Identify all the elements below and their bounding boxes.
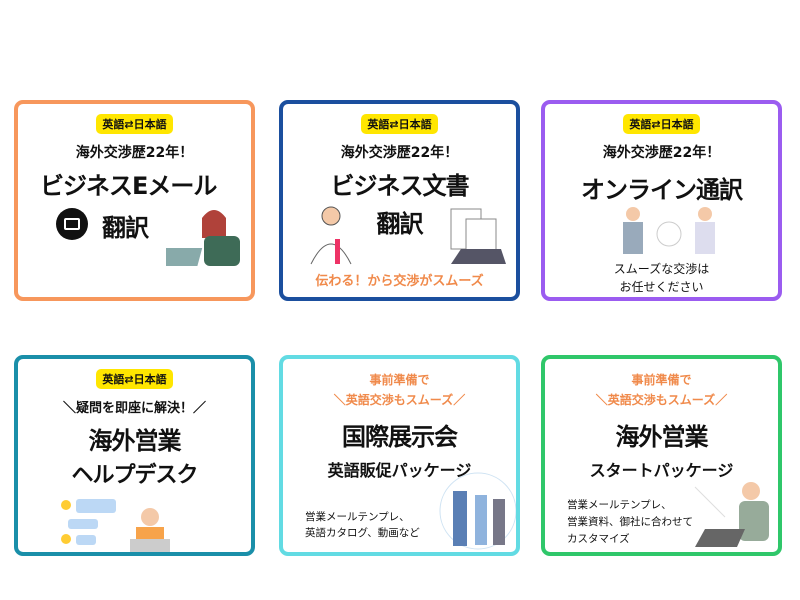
helpdesk-illustration [61,499,170,552]
card-note-3: カスタマイズ [567,533,630,545]
card-note-1: 営業メールテンプレ、 [305,511,410,523]
language-badge: 英語⇄日本語 [361,114,438,134]
service-card-trade-show-package[interactable]: 事前準備で ＼英語交渉もスムーズ／ 国際展示会 英語販促パッケージ 営業メールテ… [279,355,520,556]
service-card-sales-start-package[interactable]: 事前準備で ＼英語交渉もスムーズ／ 海外営業 スタートパッケージ 営業メールテン… [541,355,782,556]
card-note-2: 営業資料、御社に合わせて [567,516,693,528]
card-pre-text-2: ＼英語交渉もスムーズ／ [595,393,728,407]
card-title: ビジネスEメール [40,172,217,200]
card-title: 国際展示会 [342,423,458,451]
language-badge: 英語⇄日本語 [623,114,700,134]
card-tagline: 伝わる！から交渉がスムーズ [315,274,484,289]
card-title: 海外営業 [88,427,182,455]
card-title: オンライン通訳 [581,176,743,204]
card-title-2: 翻訳 [376,210,424,238]
card-title: 海外営業 [615,423,709,451]
service-card-helpdesk[interactable]: 英語⇄日本語 ＼疑問を即座に解決！／ 海外営業 ヘルプデスク [14,355,255,556]
service-card-online-interpretation[interactable]: 英語⇄日本語 海外交渉歴22年！ オンライン通訳 スムーズな交渉は お任せくださ… [541,100,782,301]
card-note-2: 英語カタログ、動画など [305,527,420,539]
mail-icon [56,208,88,240]
card-pre-text-1: 事前準備で [369,373,430,387]
card-headline: ＼疑問を即座に解決！／ [62,401,206,416]
businesswoman-illustration [166,210,240,266]
card-note-1: 営業メールテンプレ、 [567,499,672,511]
card-title-2: 翻訳 [102,214,149,242]
language-badge: 英語⇄日本語 [96,369,173,389]
businessman-laptop-illustration [694,482,769,547]
service-card-document-translation[interactable]: 英語⇄日本語 海外交渉歴22年！ ビジネス文書 翻訳 伝わる！から交渉がスムーズ [279,100,520,301]
handshake-illustration [623,207,715,254]
card-title-2: ヘルプデスク [71,463,198,488]
language-badge: 英語⇄日本語 [96,114,173,134]
card-pre-text-2: ＼英語交渉もスムーズ／ [333,393,466,407]
card-headline: 海外交渉歴22年！ [602,145,721,161]
service-card-email-translation[interactable]: 英語⇄日本語 海外交渉歴22年！ ビジネスEメール 翻訳 [14,100,255,301]
card-headline: 海外交渉歴22年！ [340,145,459,161]
card-note-2: お任せください [619,280,704,294]
card-pre-text-1: 事前準備で [631,373,692,387]
business-team-globe-illustration [439,472,516,550]
card-title-2: 英語販促パッケージ [327,461,472,480]
card-title: ビジネス文書 [330,172,470,200]
card-note-1: スムーズな交渉は [613,262,710,276]
card-title-2: スタートパッケージ [589,461,734,480]
card-headline: 海外交渉歴22年！ [75,145,194,161]
businessman-documents-illustration [310,206,506,265]
